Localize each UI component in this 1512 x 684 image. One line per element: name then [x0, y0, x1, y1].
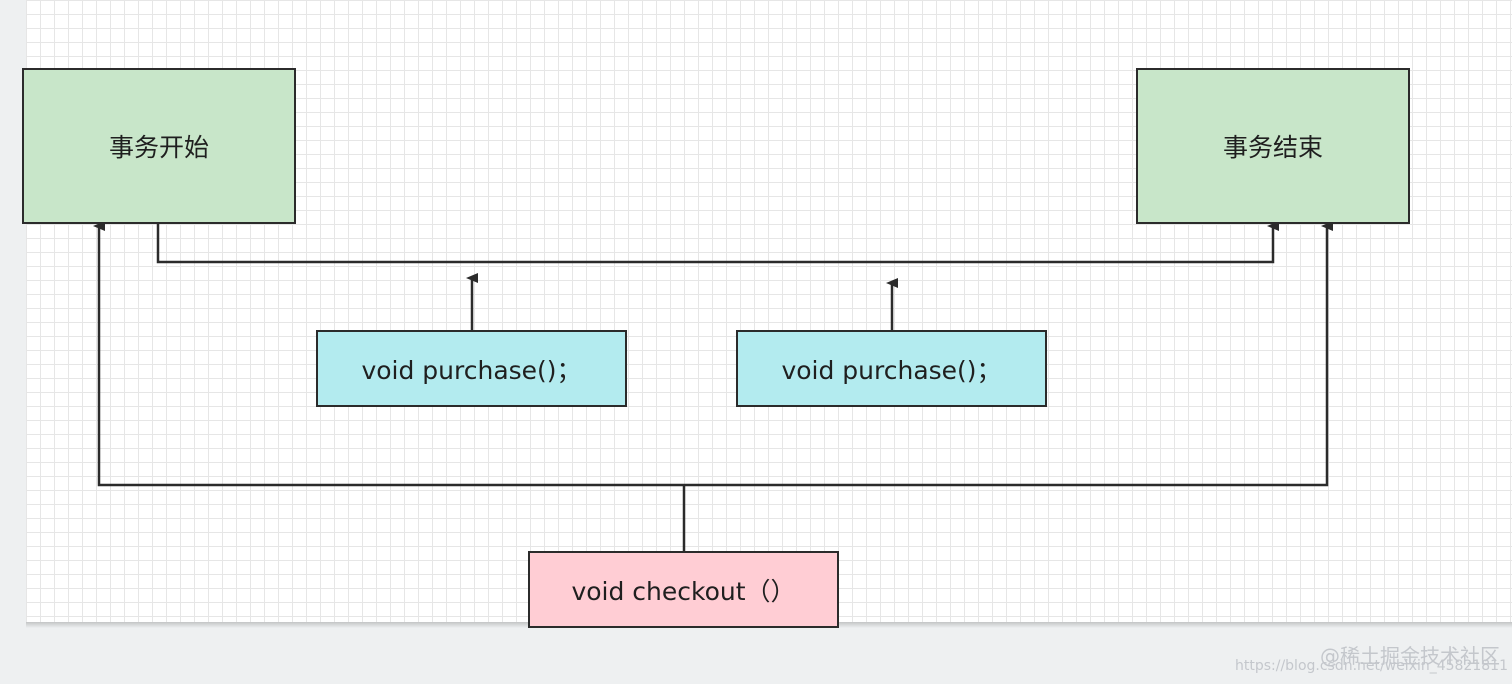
- checkout-to-end-connector: [684, 221, 1333, 487]
- transaction-end-node[interactable]: 事务结束: [1136, 68, 1410, 224]
- purchase-label-1: void purchase()；: [361, 355, 582, 385]
- checkout-node[interactable]: void checkout（）: [528, 551, 839, 628]
- purchase-node-1[interactable]: void purchase()；: [316, 330, 627, 407]
- purchase-node-2[interactable]: void purchase()；: [736, 330, 1047, 407]
- watermark-brand: @稀土掘金技术社区: [1320, 644, 1500, 668]
- transaction-start-label: 事务开始: [108, 133, 209, 162]
- purchase-label-2: void purchase()；: [781, 355, 1002, 385]
- checkout-label: void checkout（）: [571, 576, 796, 606]
- transaction-start-node[interactable]: 事务开始: [22, 68, 296, 224]
- start-to-end-connector: [156, 221, 1279, 264]
- checkout-to-start-connector: [93, 221, 684, 487]
- watermark-url: https://blog.csdn.net/weixin_45821811: [1234, 658, 1508, 674]
- transaction-end-label: 事务结束: [1222, 133, 1323, 162]
